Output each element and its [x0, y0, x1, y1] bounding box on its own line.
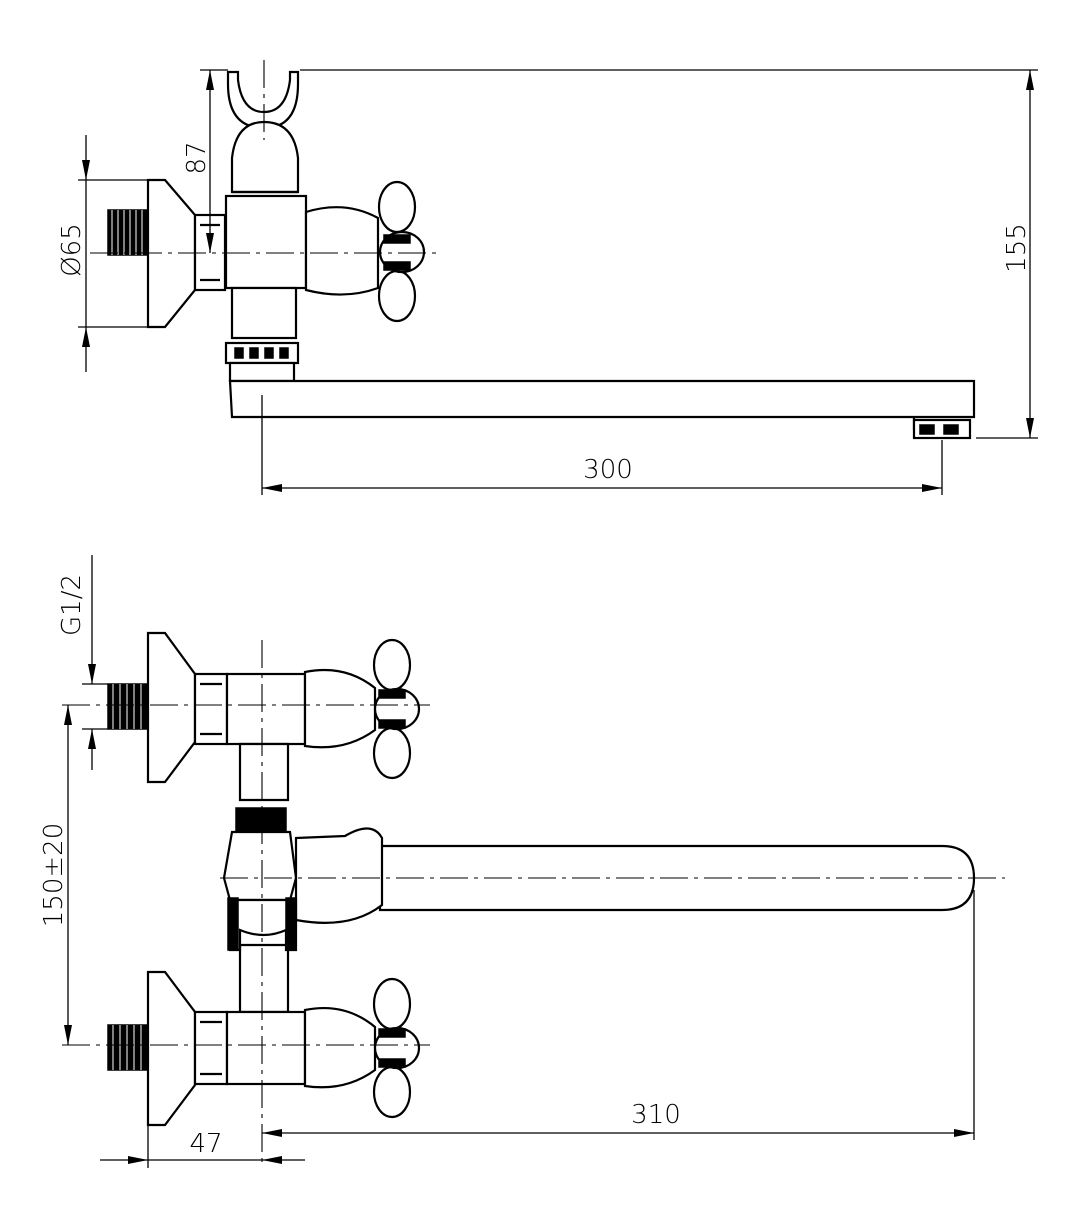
- top-view: G1/2 150±20 47 310: [39, 555, 1005, 1168]
- dim-diameter-65-label: Ø65: [57, 223, 87, 277]
- dim-300-label: 300: [583, 455, 633, 485]
- dim-310-label: 310: [631, 1100, 681, 1130]
- dim-155-label: 155: [1002, 223, 1032, 273]
- side-view: 87 Ø65 155 300: [57, 60, 1038, 495]
- dim-47-label: 47: [189, 1129, 222, 1159]
- dim-g12-label: G1/2: [57, 574, 87, 636]
- dim-87-label: 87: [182, 141, 212, 174]
- dim-150-label: 150±20: [39, 823, 69, 928]
